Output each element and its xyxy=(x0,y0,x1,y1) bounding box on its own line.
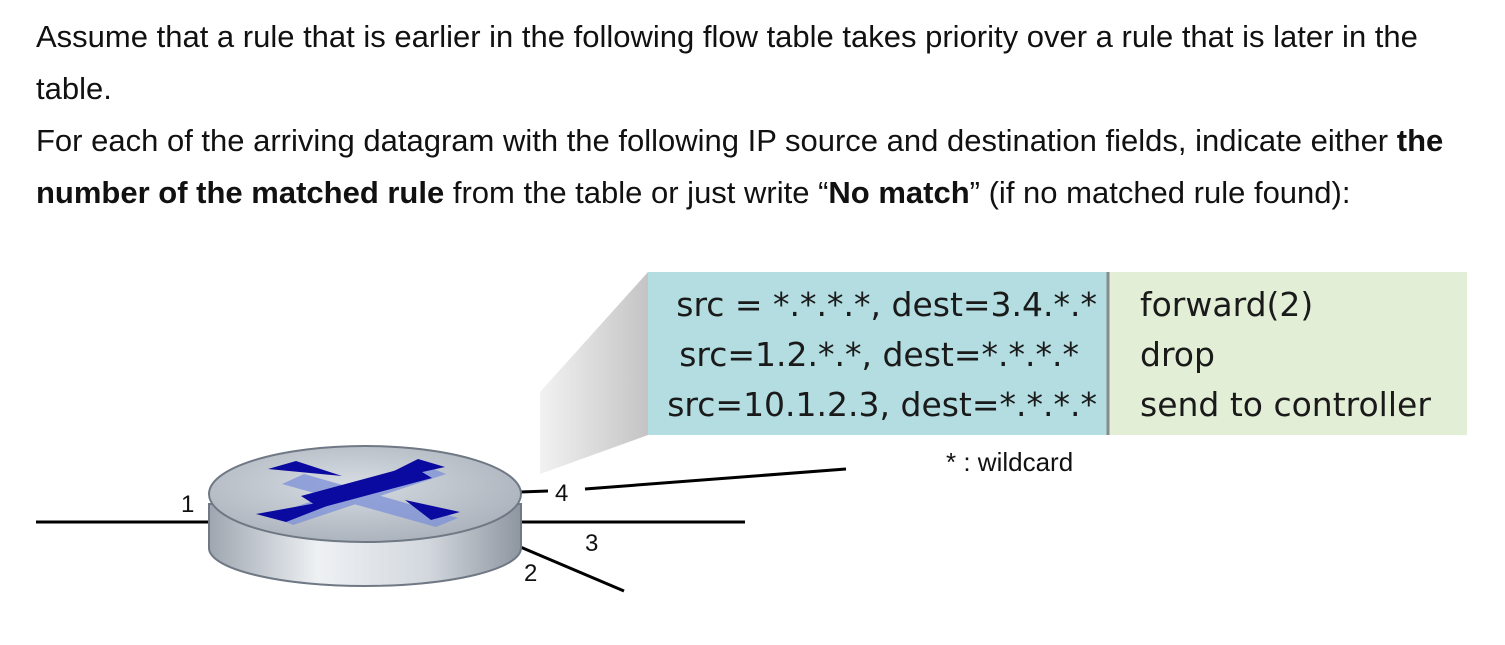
question-paragraph-1: Assume that a rule that is earlier in th… xyxy=(36,19,1418,106)
match-column-background xyxy=(648,272,1108,435)
link-port-4-stub xyxy=(519,489,549,494)
paragraph-2-text-1: For each of the arriving datagram with t… xyxy=(36,123,1397,158)
router-icon xyxy=(208,445,522,587)
rule-3-match: src=10.1.2.3, dest=*.*.*.* xyxy=(667,385,1097,424)
link-port-2 xyxy=(517,544,625,593)
paragraph-2-bold-2: No match xyxy=(828,175,970,210)
action-column-background xyxy=(1108,272,1467,435)
port-label-4: 4 xyxy=(555,480,568,507)
rule-2-match: src=1.2.*.*, dest=*.*.*.* xyxy=(679,335,1079,374)
port-label-3: 3 xyxy=(585,530,598,557)
rule-1-match: src = *.*.*.*, dest=3.4.*.* xyxy=(676,285,1097,324)
port-label-2: 2 xyxy=(524,560,537,587)
rule-1-action: forward(2) xyxy=(1140,285,1313,324)
router-cross-arrows xyxy=(256,459,460,522)
callout-wedge xyxy=(540,272,648,474)
paragraph-2-text-2: from the table or just write “ xyxy=(444,175,829,210)
wildcard-note: * : wildcard xyxy=(946,447,1073,477)
link-port-4 xyxy=(584,467,847,491)
rule-3-action: send to controller xyxy=(1140,385,1431,424)
question-paragraph-2: For each of the arriving datagram with t… xyxy=(36,115,1476,219)
paragraph-2-text-3: ” (if no matched rule found): xyxy=(969,175,1351,210)
paragraph-2-bold-1: the number of the matched rule xyxy=(36,123,1444,210)
port-label-1: 1 xyxy=(181,491,194,518)
rule-2-action: drop xyxy=(1140,335,1215,374)
